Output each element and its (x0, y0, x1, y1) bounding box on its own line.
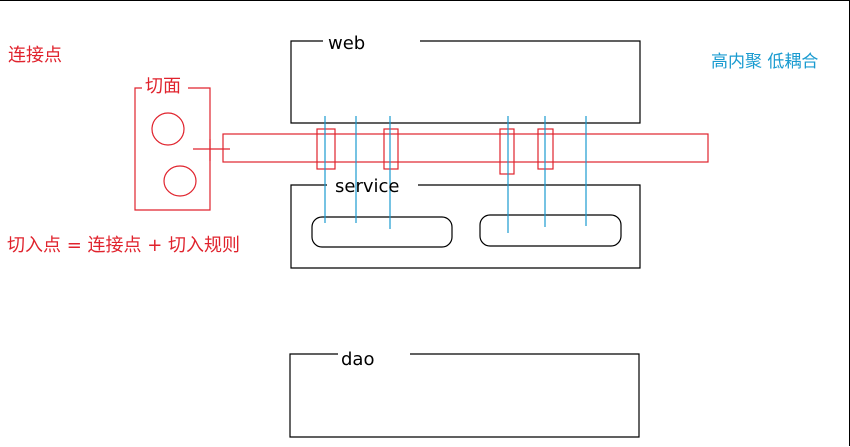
cohesion-coupling-label: 高内聚 低耦合 (711, 52, 819, 72)
service-layer-label: service (335, 176, 400, 197)
aspect-box (134, 87, 211, 211)
join-point-marker-2 (383, 128, 399, 170)
aspect-circle-top (151, 112, 185, 146)
web-layer-label: web (328, 33, 366, 54)
web-layer-box (290, 40, 641, 124)
dao-layer-label: dao (341, 349, 375, 370)
join-point-marker-3 (499, 128, 515, 175)
aspect-label: 切面 (145, 76, 181, 97)
pointcut-formula-label: 切入点 = 连接点 + 切入规则 (7, 235, 241, 256)
pointcut-bar (222, 133, 709, 163)
service-layer-box (290, 184, 641, 269)
service-method-right (479, 214, 622, 247)
aspect-circle-bottom (163, 165, 197, 197)
join-point-marker-1 (316, 128, 336, 170)
join-point-label: 连接点 (8, 45, 62, 66)
service-method-left (311, 216, 453, 248)
dao-layer-box (289, 353, 640, 438)
